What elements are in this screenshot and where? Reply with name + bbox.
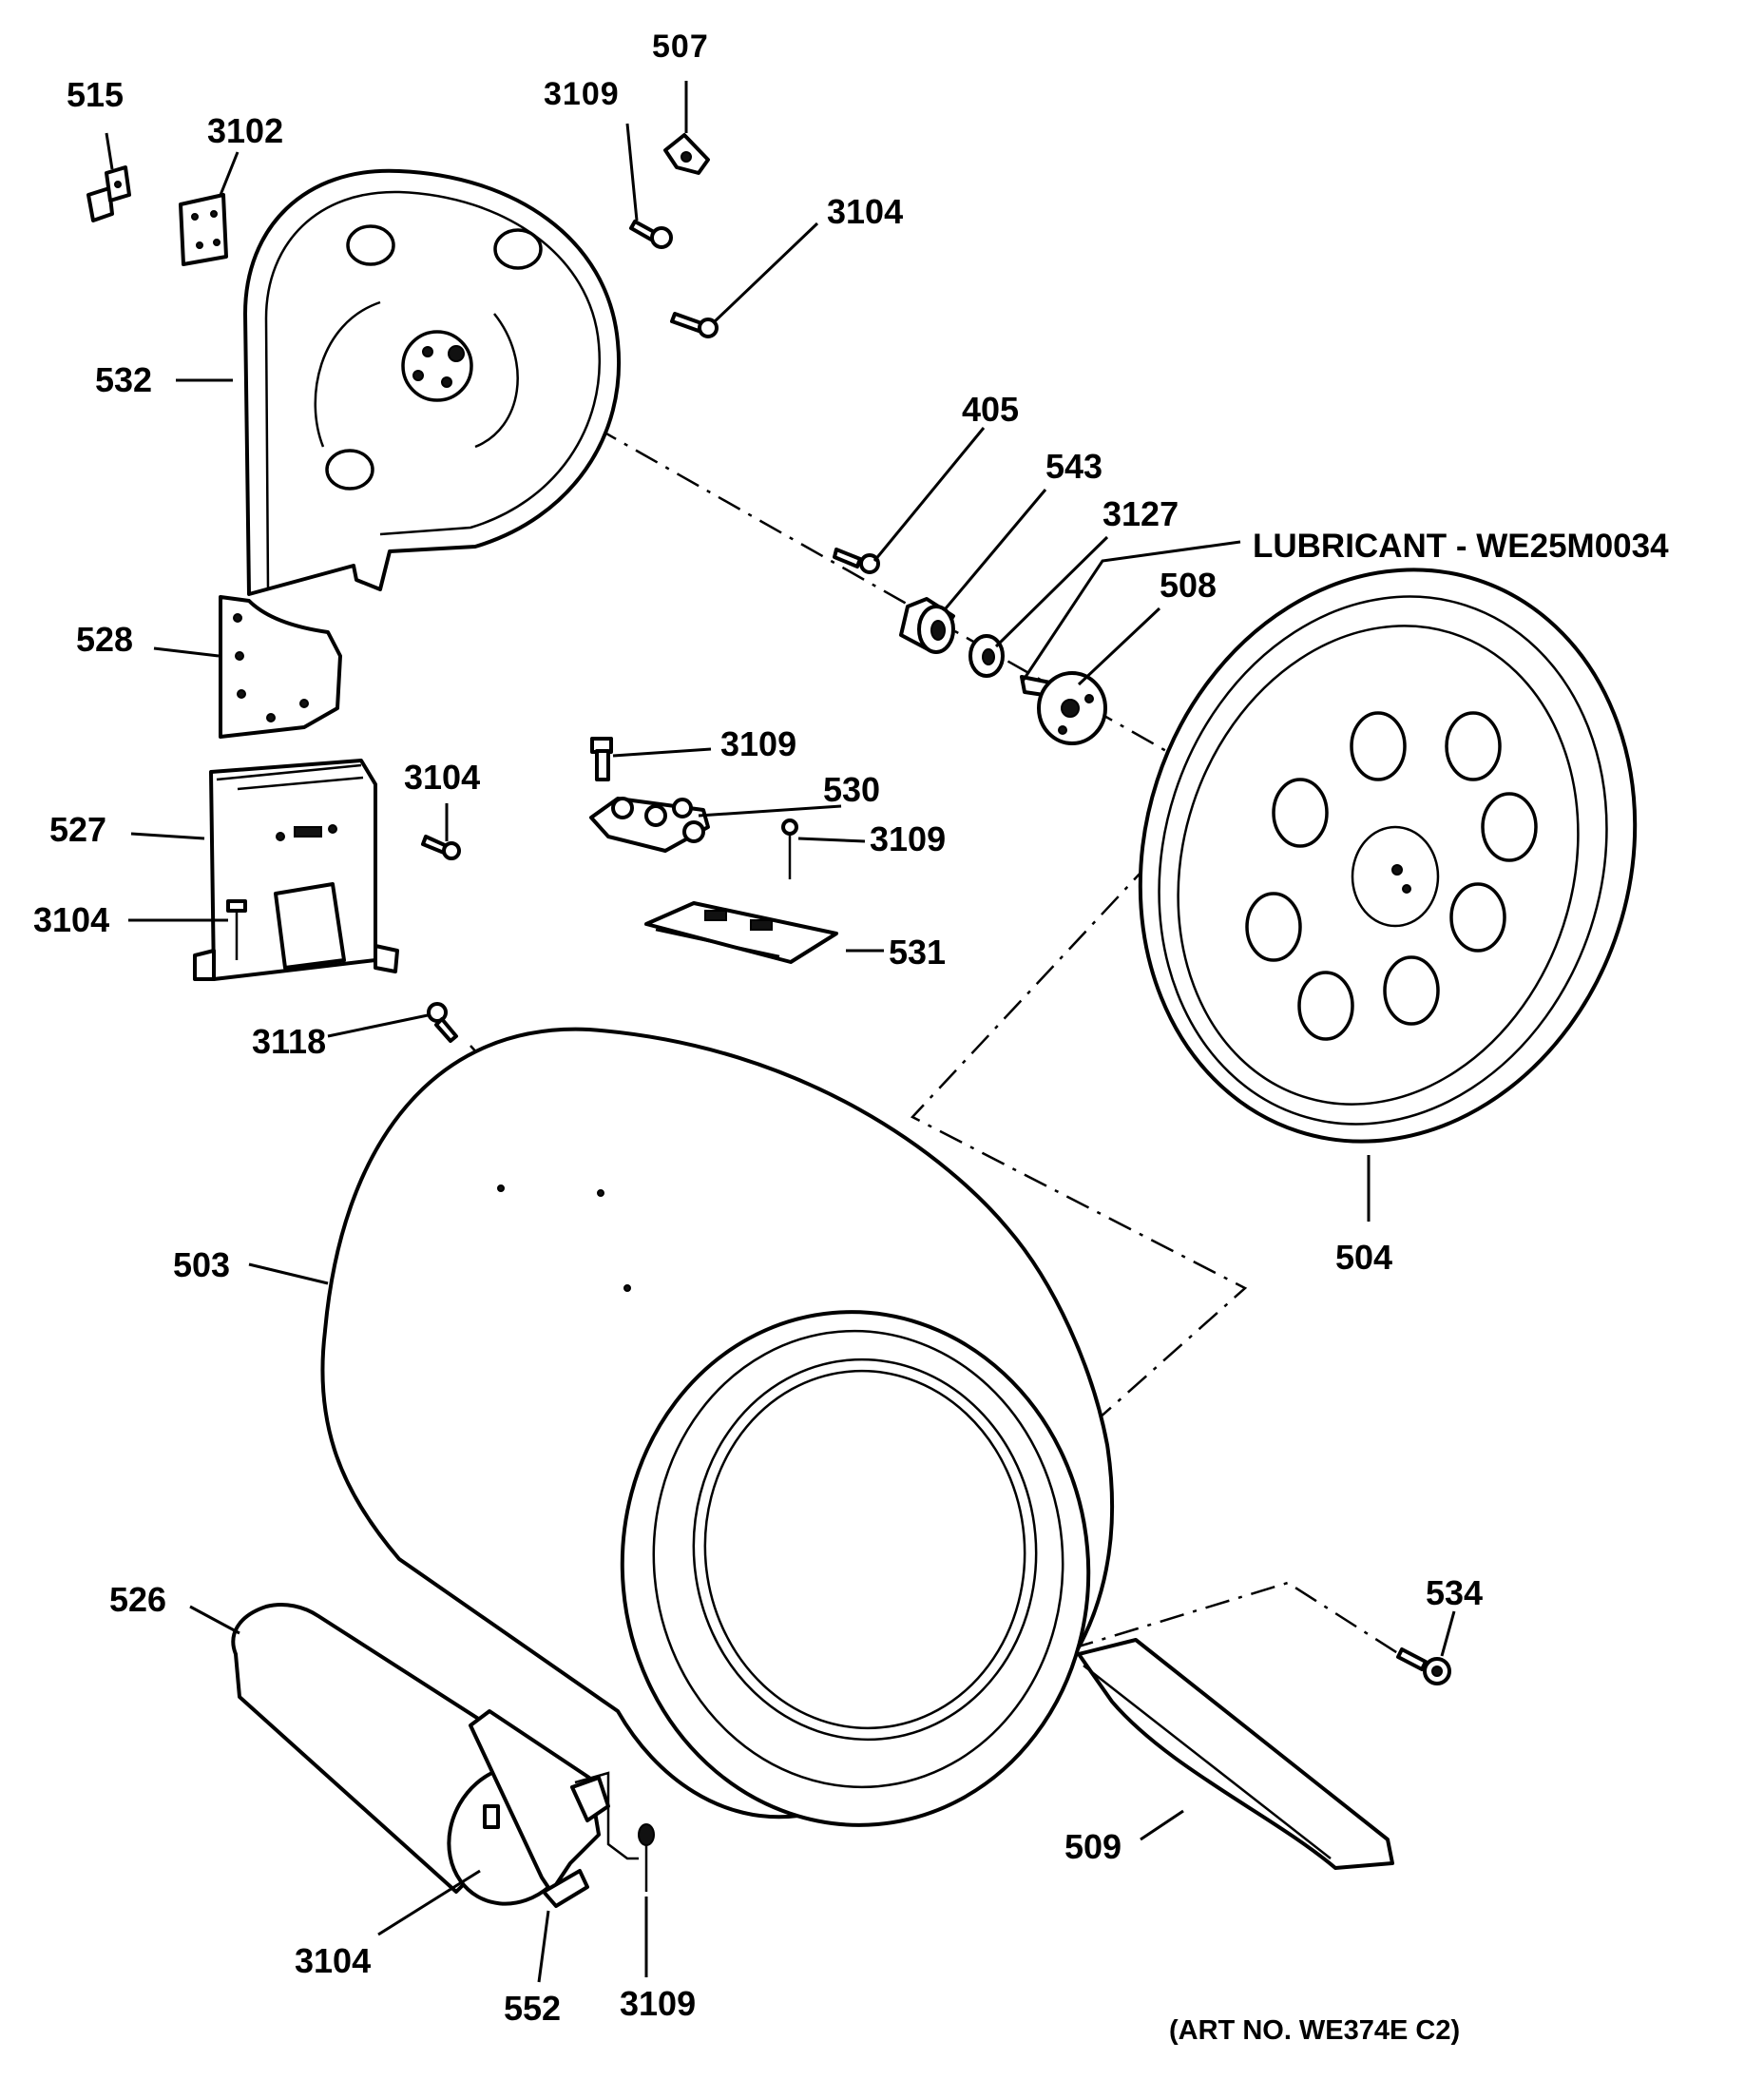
screw-3118[interactable] [427, 1002, 458, 1043]
label-515: 515 [67, 75, 124, 114]
label-531: 531 [889, 933, 946, 972]
drum-503[interactable] [320, 1027, 1114, 1845]
label-534: 534 [1426, 1573, 1483, 1612]
label-3104-bracket: 3104 [404, 758, 480, 797]
part-507[interactable] [663, 133, 710, 175]
screw-405[interactable] [833, 548, 880, 574]
lubricant-label: LUBRICANT - WE25M0034 [1253, 528, 1669, 565]
art-number: (ART NO. WE374E C2) [1169, 2015, 1460, 2046]
label-3109-top: 3109 [544, 76, 620, 112]
label-509: 509 [1064, 1827, 1122, 1866]
motor-bracket-527[interactable] [193, 759, 399, 981]
label-552: 552 [504, 1989, 561, 2028]
heater-526[interactable] [231, 1603, 639, 1927]
label-3109-bottom: 3109 [620, 1984, 696, 2023]
drum-front-504[interactable] [1067, 505, 1708, 1206]
label-3102: 3102 [207, 111, 283, 150]
washer-3127[interactable] [968, 634, 1005, 678]
label-508: 508 [1160, 566, 1217, 605]
screw-3104-top[interactable] [670, 312, 719, 338]
label-503: 503 [173, 1245, 230, 1284]
bolt-3109-mid[interactable] [590, 737, 613, 781]
label-504: 504 [1335, 1238, 1392, 1277]
idler-530[interactable] [589, 797, 710, 853]
screw-3104-bracket[interactable] [421, 835, 461, 860]
label-543: 543 [1045, 447, 1102, 486]
leader-lines [105, 81, 1456, 1983]
label-3104-top: 3104 [827, 192, 903, 231]
part-labels: 515 3102 3109 507 3104 532 405 543 3127 … [33, 29, 1669, 2046]
label-532: 532 [95, 360, 152, 399]
label-3104-bottom: 3104 [295, 1941, 371, 1980]
label-3109-right: 3109 [870, 819, 946, 858]
label-526: 526 [109, 1580, 166, 1619]
mounting-plate-528[interactable] [219, 595, 342, 739]
label-3104-left: 3104 [33, 900, 109, 939]
shaft-508[interactable] [1020, 671, 1107, 745]
pad-3102[interactable] [179, 193, 228, 266]
clip-515[interactable] [86, 165, 131, 222]
label-528: 528 [76, 620, 133, 659]
screw-534[interactable] [1396, 1647, 1451, 1685]
label-507: 507 [652, 29, 709, 65]
label-527: 527 [49, 810, 106, 849]
screw-3109-top[interactable] [629, 220, 673, 249]
label-530: 530 [823, 770, 880, 809]
label-3127: 3127 [1102, 494, 1179, 533]
blower-housing-532[interactable] [243, 168, 622, 596]
bearing-543[interactable] [899, 597, 955, 654]
label-405: 405 [962, 390, 1019, 429]
screw-3109-bottom[interactable] [638, 1823, 655, 1892]
baffle-509[interactable] [1077, 1638, 1394, 1870]
label-3109-mid: 3109 [720, 724, 796, 763]
part-552[interactable] [542, 1869, 589, 1908]
plate-531[interactable] [644, 901, 838, 964]
screw-3104-left[interactable] [226, 899, 247, 960]
label-3118: 3118 [252, 1022, 326, 1061]
screw-3109-right[interactable] [781, 818, 798, 879]
